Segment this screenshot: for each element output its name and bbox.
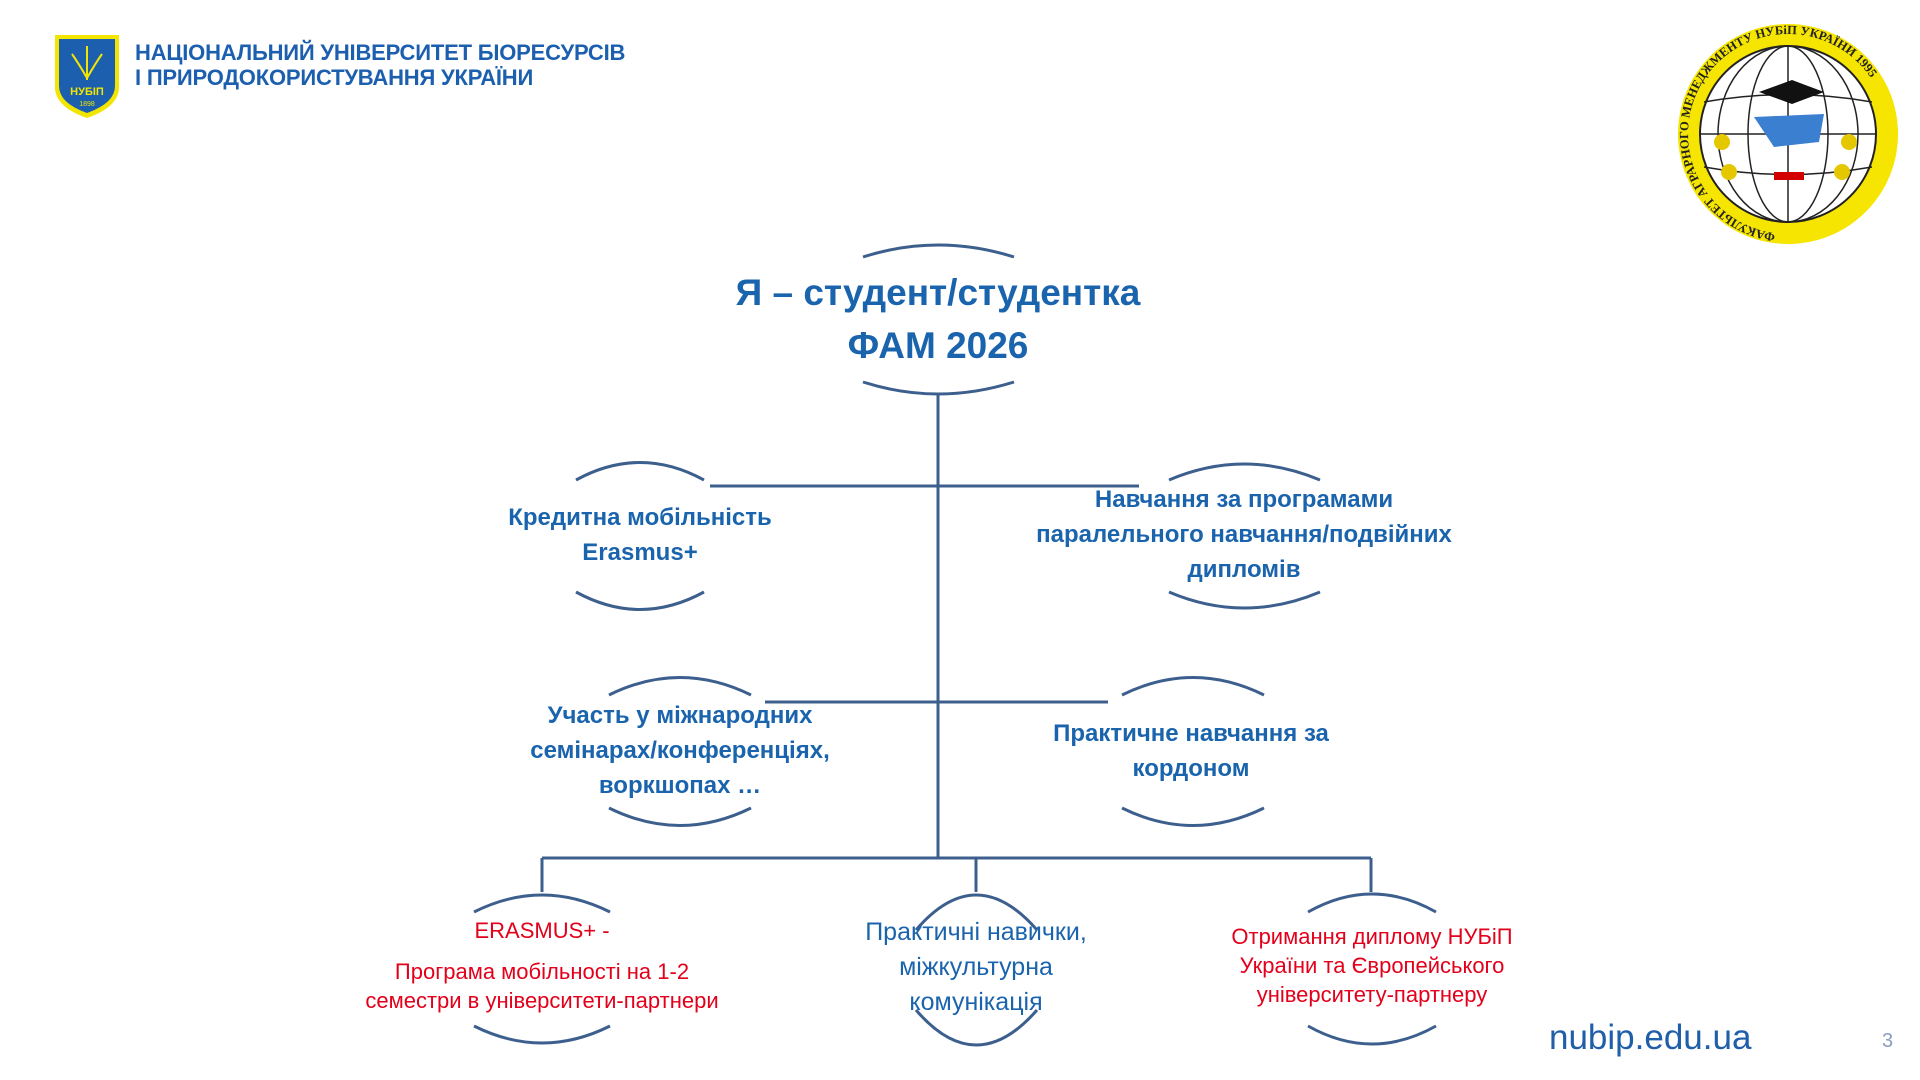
node-text: Практичні навички, (865, 918, 1087, 946)
node-text: Навчання за програмами (1094, 486, 1394, 513)
node-text: міжкультурна (899, 953, 1053, 981)
node-diploma: Отримання диплому НУБіП України та Європ… (1172, 922, 1572, 1009)
node-text: воркшопах … (598, 772, 762, 799)
node-text: Erasmus+ (582, 539, 698, 566)
node-text: кордоном (1132, 755, 1250, 782)
university-name: НАЦІОНАЛЬНИЙ УНІВЕРСИТЕТ БІОРЕСУРСІВ І П… (135, 40, 625, 90)
node-seminars: Участь у міжнародних семінарах/конференц… (460, 698, 900, 803)
node-text: Отримання диплому НУБіП (1231, 924, 1513, 949)
university-shield-logo: НУБІП 1898 (55, 35, 119, 118)
svg-text:НУБІП: НУБІП (70, 86, 104, 98)
node-practical-skills: Практичні навички, міжкультурна комуніка… (806, 915, 1146, 1020)
node-practical-training-abroad: Практичне навчання за кордоном (981, 716, 1401, 786)
faculty-emblem-logo: ФАКУЛЬТЕТ АГРАРНОГО МЕНЕДЖМЕНТУ НУБіП УК… (1677, 23, 1898, 244)
node-text: України та Європейського (1239, 953, 1505, 978)
node-text: Програма мобільності на 1-2 (394, 959, 690, 984)
svg-text:1898: 1898 (79, 101, 95, 108)
node-text: Кредитна мобільність (508, 504, 772, 531)
node-double-degree: Навчання за програмами паралельного навч… (964, 482, 1524, 587)
node-text: ERASMUS+ - (474, 918, 610, 943)
node-text: Участь у міжнародних (547, 702, 813, 729)
root-node: Я – студент/студентка ФАМ 2026 (638, 266, 1238, 372)
root-line2: ФАМ 2026 (847, 325, 1029, 366)
university-name-line2: І ПРИРОДОКОРИСТУВАННЯ УКРАЇНИ (135, 65, 534, 90)
website-link[interactable]: nubip.edu.ua (1549, 1018, 1752, 1057)
university-name-line1: НАЦІОНАЛЬНИЙ УНІВЕРСИТЕТ БІОРЕСУРСІВ (135, 40, 626, 65)
node-text: комунікація (909, 988, 1043, 1016)
page-number: 3 (1882, 1030, 1894, 1052)
node-credit-mobility: Кредитна мобільність Erasmus+ (440, 500, 840, 570)
node-text: Практичне навчання за (1053, 720, 1329, 747)
node-erasmus-program: ERASMUS+ - Програма мобільності на 1-2 с… (322, 916, 762, 1015)
node-text: дипломів (1187, 556, 1301, 583)
node-text: семінарах/конференціях, (530, 737, 830, 764)
root-line1: Я – студент/студентка (735, 272, 1141, 313)
node-text: університету-партнеру (1256, 982, 1488, 1007)
node-text: паралельного навчання/подвійних (1036, 521, 1452, 548)
node-text: семестри в університети-партнери (365, 988, 719, 1013)
